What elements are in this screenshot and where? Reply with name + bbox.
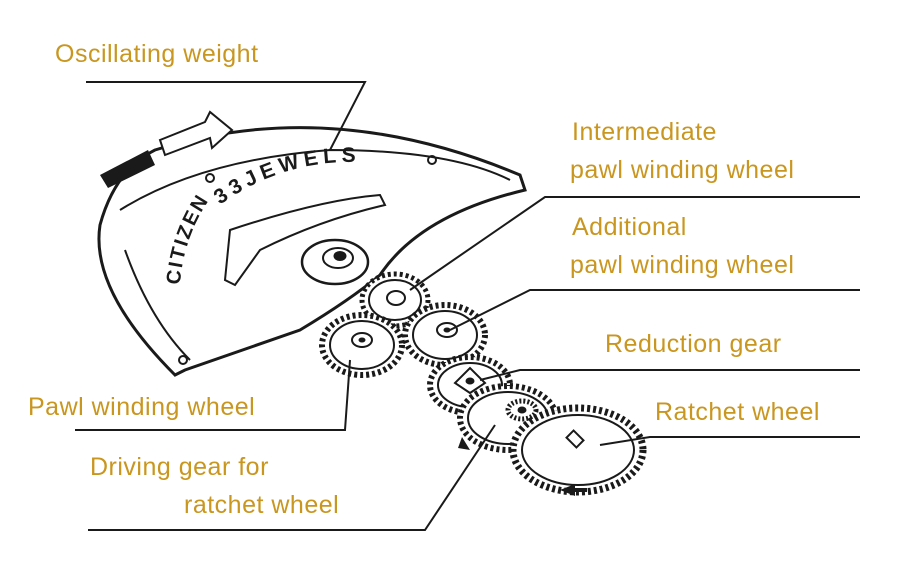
oscillating-weight: CITIZEN 33JEWELS <box>97 126 527 377</box>
gear-train <box>319 271 647 496</box>
label-driving-line1: Driving gear for <box>90 453 269 481</box>
pawl-winding-wheel <box>319 312 405 378</box>
label-intermediate-line1: Intermediate <box>572 118 717 146</box>
intermediate-pawl-winding-wheel <box>359 271 431 329</box>
label-ratchet-wheel: Ratchet wheel <box>655 398 820 426</box>
label-reduction-gear: Reduction gear <box>605 330 782 358</box>
label-oscillating-weight: Oscillating weight <box>55 40 259 68</box>
ratchet-wheel <box>509 404 647 496</box>
label-pawl-winding-wheel: Pawl winding wheel <box>28 393 256 421</box>
label-additional-line1: Additional <box>572 213 687 241</box>
label-driving-line2: ratchet wheel <box>184 491 340 519</box>
leader-lines <box>75 81 860 531</box>
direction-arrows <box>458 437 587 496</box>
label-additional-line2: pawl winding wheel <box>570 251 795 279</box>
additional-pawl-winding-wheel <box>402 302 488 368</box>
label-intermediate-line2: pawl winding wheel <box>570 156 795 184</box>
rotation-arrow-icon <box>100 110 234 188</box>
